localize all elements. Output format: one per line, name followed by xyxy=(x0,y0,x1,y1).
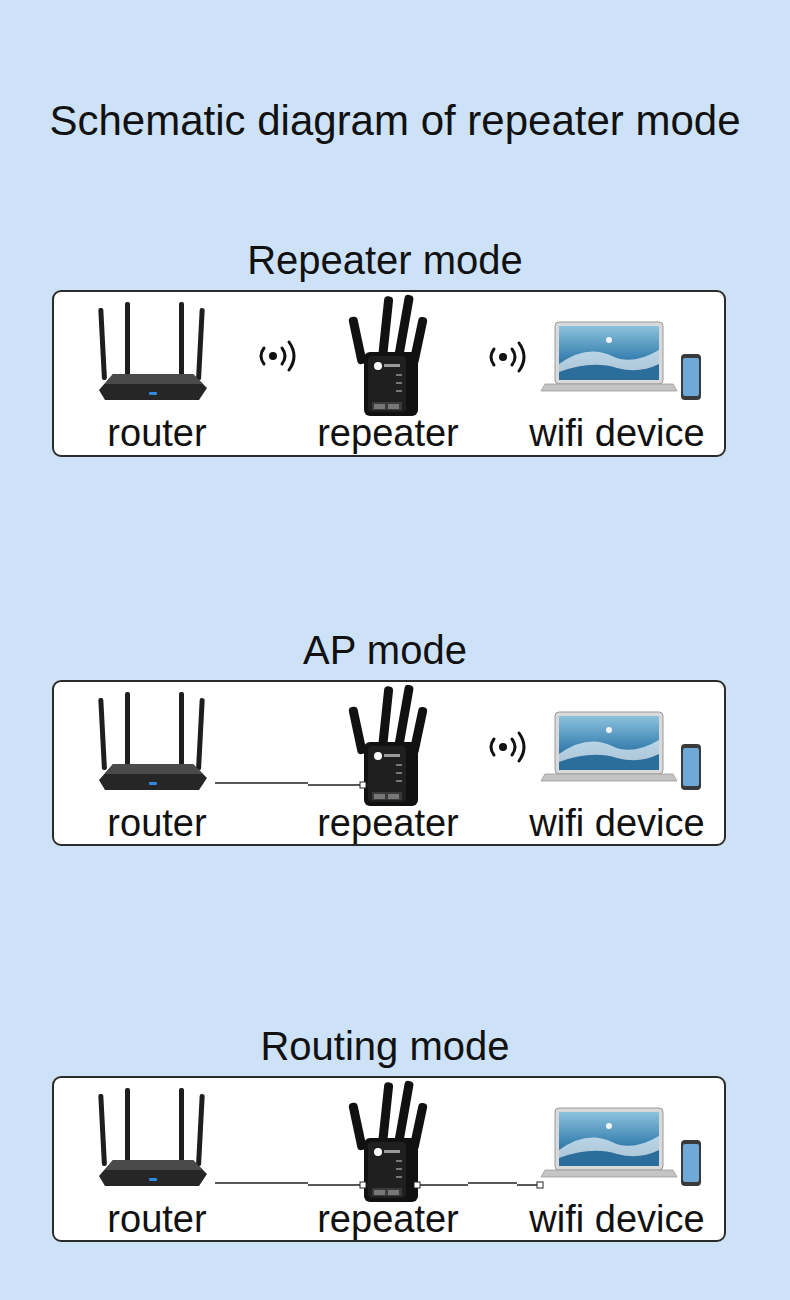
signal-dot xyxy=(269,352,277,360)
mode-heading: AP mode xyxy=(54,626,724,674)
device-node: repeater xyxy=(308,1080,468,1240)
device-node: router xyxy=(99,294,215,454)
signal-arc xyxy=(512,349,515,365)
router-illustration xyxy=(99,684,215,806)
device-label-text: repeater xyxy=(317,1198,459,1240)
device-node: repeater xyxy=(308,294,468,454)
device-label: repeater xyxy=(308,412,468,454)
device-node: repeater xyxy=(308,684,468,844)
mode-panel: Routing moderouterrepeaterwifi device xyxy=(52,1076,726,1242)
mode-heading: Routing mode xyxy=(54,1022,724,1070)
signal-arc xyxy=(491,739,494,755)
wifi-signal-icon xyxy=(261,342,294,370)
signal-arc xyxy=(289,342,294,370)
mode-panel: AP moderouterrepeaterwifi device xyxy=(52,680,726,846)
wifi-illustration xyxy=(517,1080,717,1202)
device-label-text: router xyxy=(107,802,206,844)
device-label-text: router xyxy=(107,1198,206,1240)
repeater-illustration xyxy=(308,294,468,416)
mode-panel: Repeater moderouterrepeaterwifi device xyxy=(52,290,726,457)
signal-arc xyxy=(282,348,285,364)
panel-ground xyxy=(52,680,726,846)
device-label: wifi device xyxy=(517,802,717,844)
device-label: repeater xyxy=(308,802,468,844)
device-label-text: repeater xyxy=(317,412,459,454)
signal-arc xyxy=(261,348,264,364)
wifi-illustration xyxy=(517,294,717,416)
router-illustration xyxy=(99,294,215,416)
diagram-title: Schematic diagram of repeater mode xyxy=(0,96,790,146)
device-node: router xyxy=(99,684,215,844)
device-label-text: wifi device xyxy=(529,802,704,844)
device-label: router xyxy=(99,412,215,454)
cable-line xyxy=(468,1182,517,1184)
signal-arc xyxy=(491,349,494,365)
device-label: wifi device xyxy=(517,412,717,454)
device-label: repeater xyxy=(308,1198,468,1240)
signal-arc xyxy=(519,733,524,761)
device-label: wifi device xyxy=(517,1198,717,1240)
device-node: wifi device xyxy=(517,1080,717,1240)
device-label-text: wifi device xyxy=(529,412,704,454)
cable-line xyxy=(215,1182,308,1184)
device-label: router xyxy=(99,802,215,844)
device-label: router xyxy=(99,1198,215,1240)
repeater-illustration xyxy=(308,1080,468,1202)
panel-ground xyxy=(52,290,726,457)
cable-line xyxy=(215,782,308,784)
router-illustration xyxy=(99,1080,215,1202)
cable-connector xyxy=(215,783,308,784)
cable-connector xyxy=(215,1183,308,1184)
device-label-text: wifi device xyxy=(529,1198,704,1240)
device-node: wifi device xyxy=(517,684,717,844)
device-label-text: repeater xyxy=(317,802,459,844)
signal-arc xyxy=(519,343,524,371)
repeater-illustration xyxy=(308,684,468,806)
cable-connector xyxy=(468,1183,517,1184)
signal-dot xyxy=(499,743,507,751)
signal-dot xyxy=(499,353,507,361)
wifi-signal-icon xyxy=(491,343,524,371)
device-node: wifi device xyxy=(517,294,717,454)
device-node: router xyxy=(99,1080,215,1240)
signal-arc xyxy=(512,739,515,755)
wifi-signal-icon xyxy=(491,733,524,761)
mode-heading: Repeater mode xyxy=(54,236,724,284)
device-label-text: router xyxy=(107,412,206,454)
panel-ground xyxy=(52,1076,726,1242)
wifi-illustration xyxy=(517,684,717,806)
